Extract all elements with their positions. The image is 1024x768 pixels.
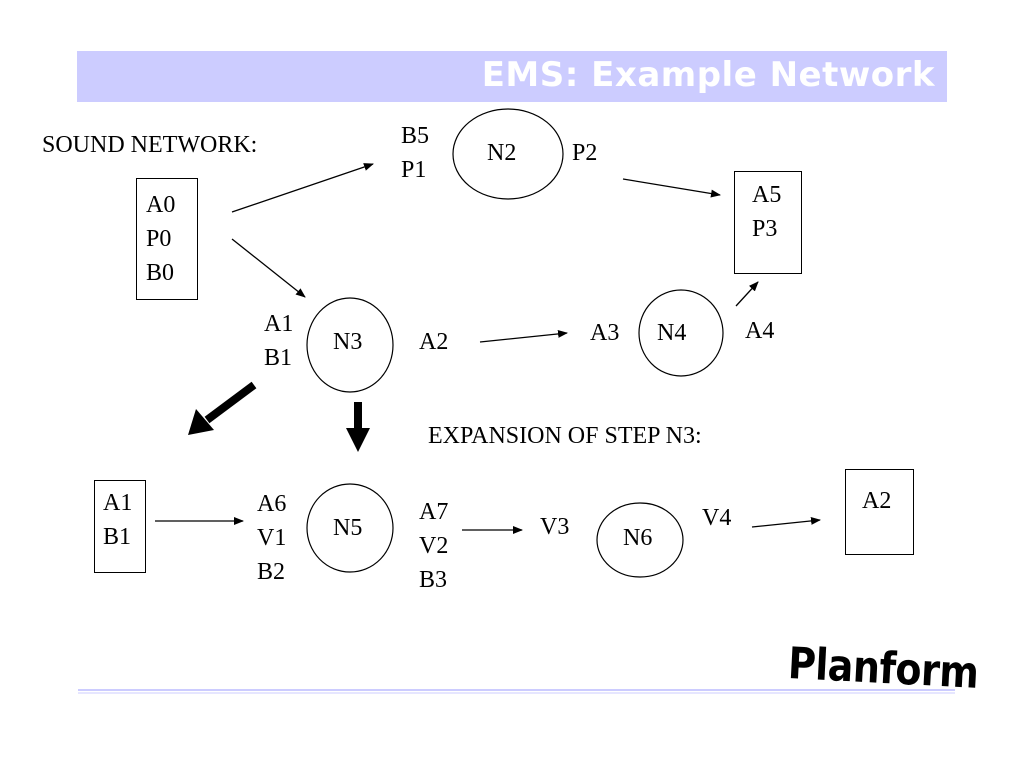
top-initial-state-box	[136, 178, 198, 300]
goal-p3: P3	[752, 216, 778, 242]
n2-label: N2	[487, 140, 517, 166]
n6-pre-v3: V3	[540, 514, 570, 540]
arrow-init-to-n2	[231, 163, 374, 213]
sound-network-label: SOUND NETWORK:	[42, 132, 258, 158]
bold-arrow-down	[346, 402, 370, 452]
node-n2	[452, 108, 564, 200]
n2-pre-b5: B5	[401, 123, 430, 149]
bold-arrow-diagonal	[188, 381, 257, 435]
node-n3	[306, 297, 394, 393]
n3-post-a2: A2	[419, 329, 449, 355]
expansion-label: EXPANSION OF STEP N3:	[428, 423, 702, 449]
slide-title: EMS: Example Network	[481, 55, 935, 95]
bottom-initial-state-box	[94, 480, 146, 573]
n4-post-a4: A4	[745, 318, 775, 344]
n4-pre-a3: A3	[590, 320, 620, 346]
exp-init-a1: A1	[103, 490, 133, 516]
n2-post-p2: P2	[572, 140, 598, 166]
n5-label: N5	[333, 515, 363, 541]
n5-post-a7: A7	[419, 499, 449, 525]
arrow-n4-to-goal	[735, 281, 759, 307]
init-p0: P0	[146, 226, 172, 252]
exp-goal-a2: A2	[862, 488, 892, 514]
n6-post-v4: V4	[702, 505, 732, 531]
arrow-n3-to-n4	[479, 329, 568, 343]
title-bar: EMS: Example Network	[77, 51, 947, 102]
n5-pre-v1: V1	[257, 525, 287, 551]
n4-label: N4	[657, 320, 687, 346]
exp-init-b1: B1	[103, 524, 132, 550]
arrow-init-to-n3	[231, 238, 306, 298]
planform-logo: Planform	[786, 637, 980, 699]
init-a0: A0	[146, 192, 176, 218]
goal-a5: A5	[752, 182, 782, 208]
init-b0: B0	[146, 260, 175, 286]
arrow-n6-to-goal	[751, 516, 821, 528]
n5-pre-b2: B2	[257, 559, 286, 585]
n3-pre-a1: A1	[264, 311, 294, 337]
node-n4	[638, 289, 724, 377]
n6-label: N6	[623, 525, 653, 551]
node-n5	[306, 483, 394, 573]
n3-pre-b1: B1	[264, 345, 293, 371]
n5-post-b3: B3	[419, 567, 448, 593]
arrow-n2-to-goal	[622, 178, 721, 198]
n5-post-v2: V2	[419, 533, 449, 559]
n2-pre-p1: P1	[401, 157, 427, 183]
node-n6	[596, 502, 684, 578]
n5-pre-a6: A6	[257, 491, 287, 517]
n3-label: N3	[333, 329, 363, 355]
top-goal-state-box	[734, 171, 802, 274]
bottom-goal-state-box	[845, 469, 914, 555]
